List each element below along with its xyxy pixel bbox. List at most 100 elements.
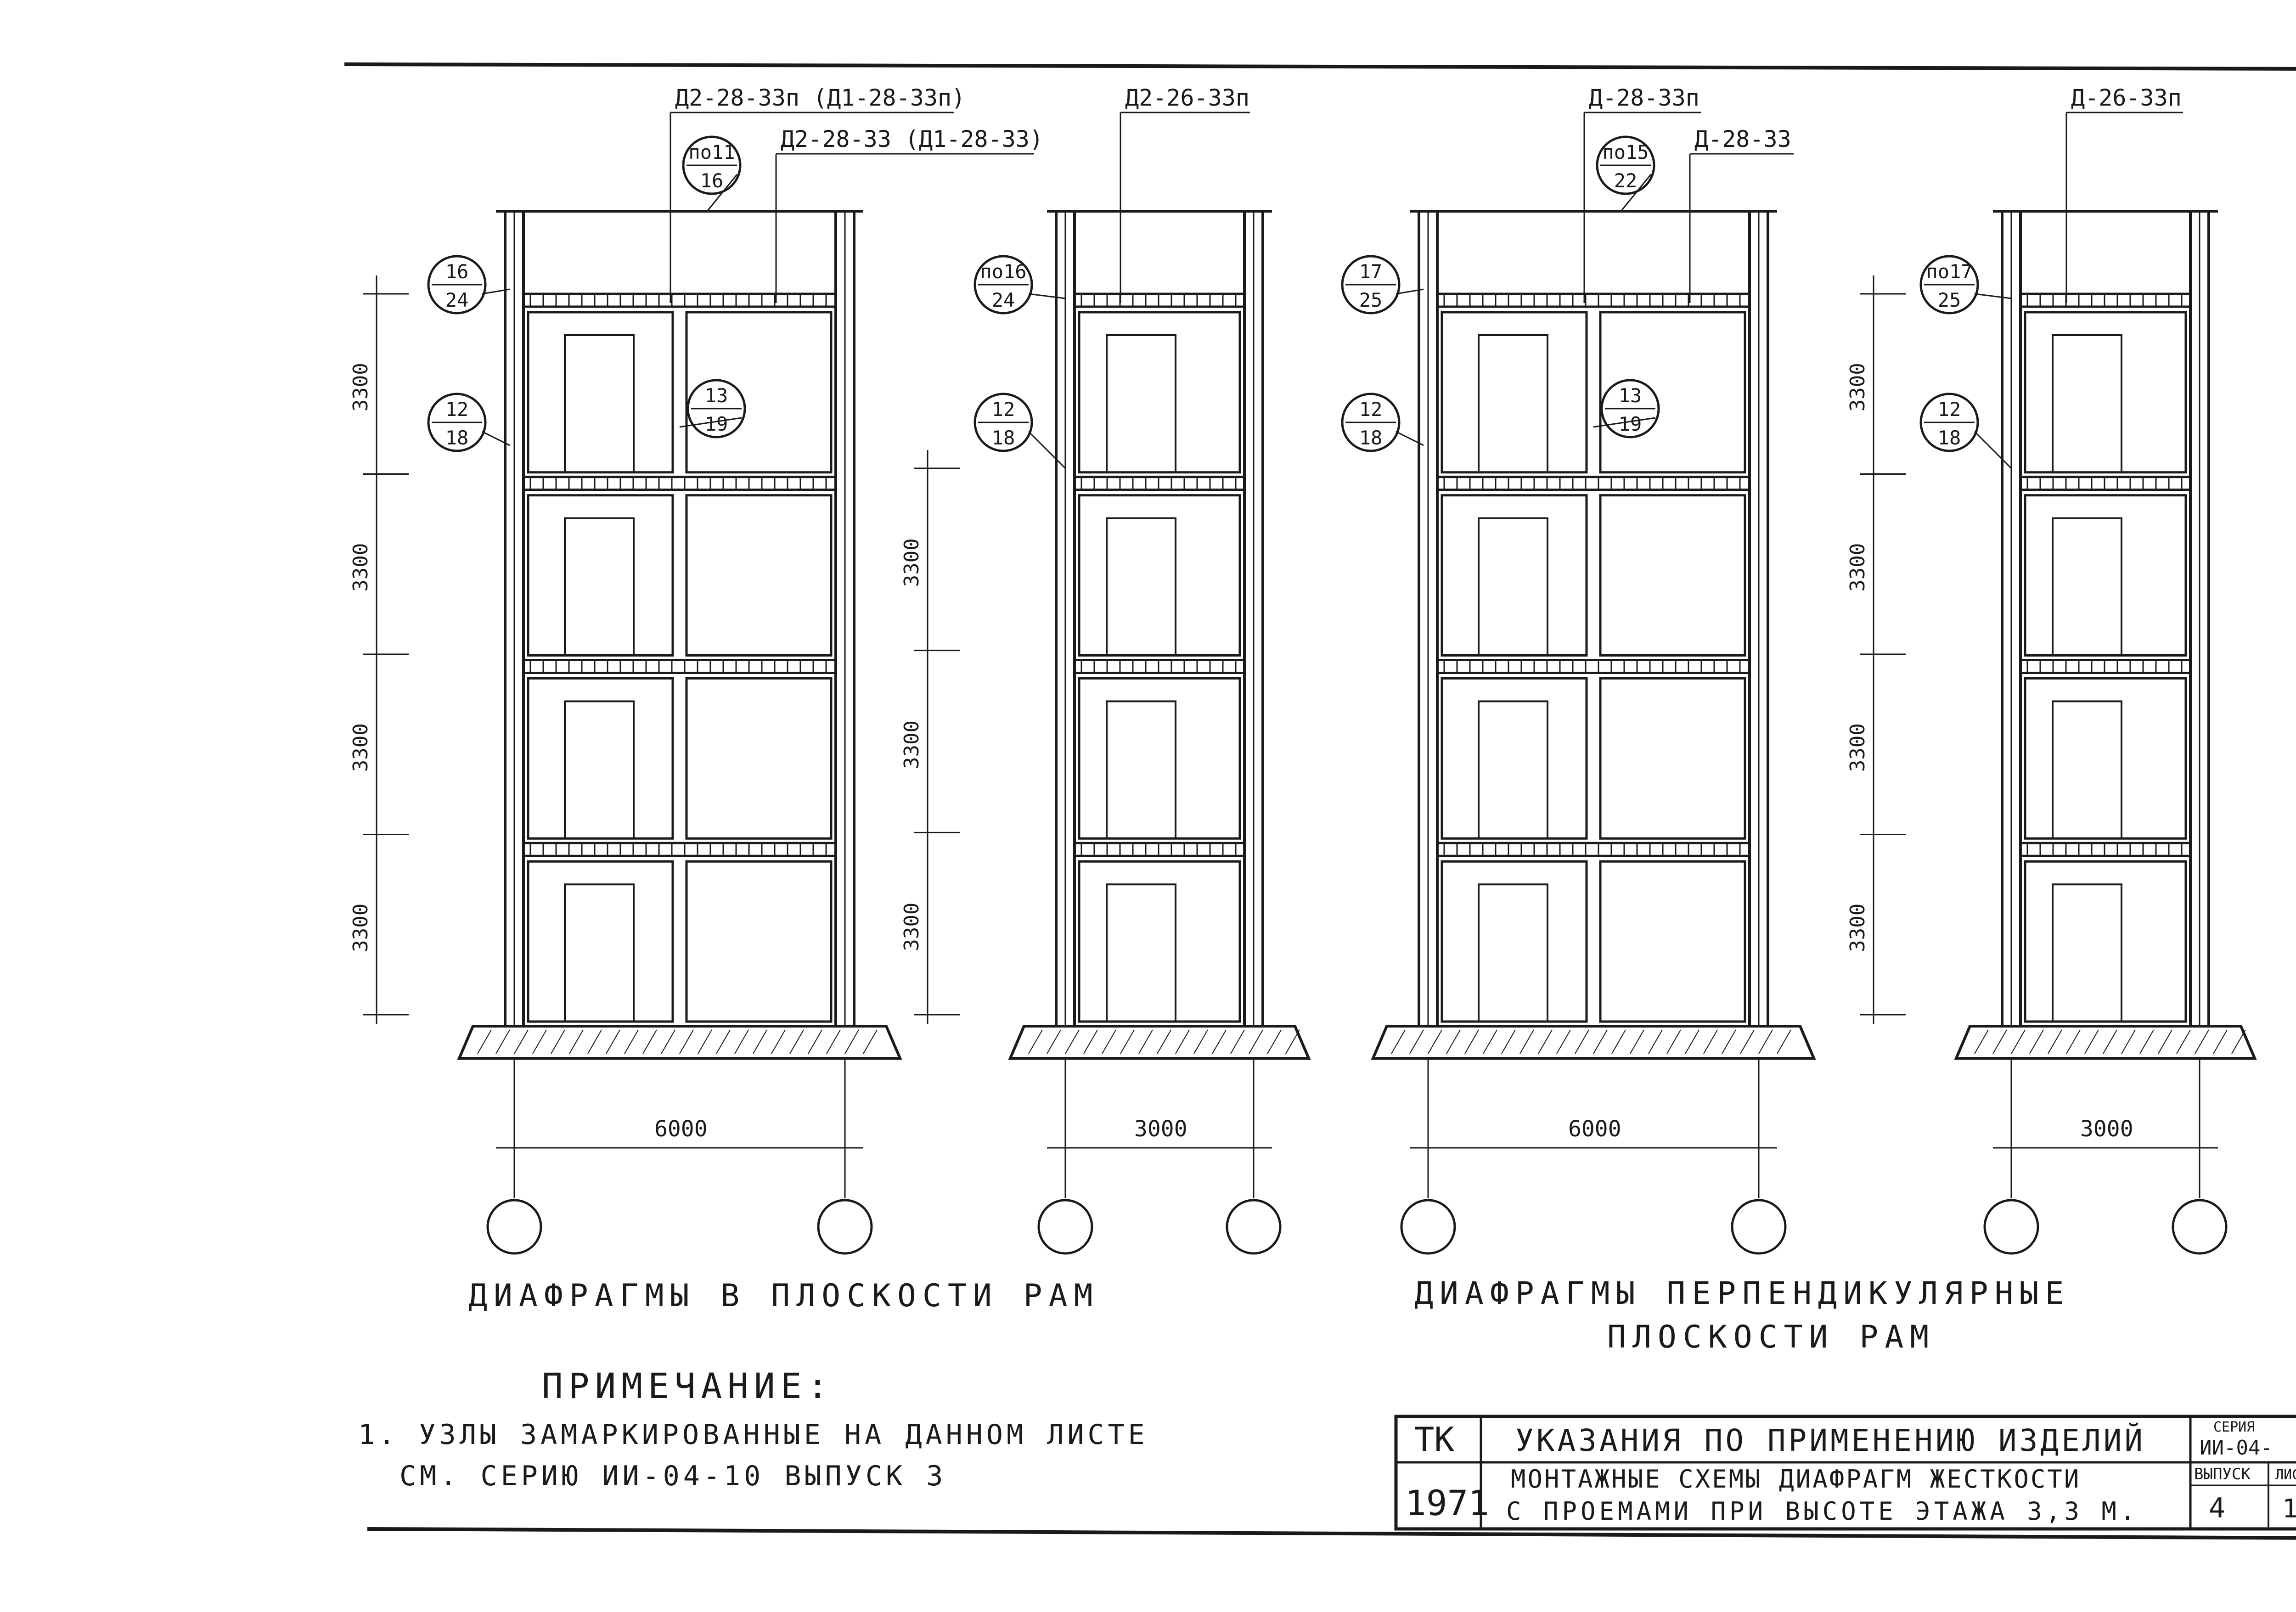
callout-number-top: по11 (688, 141, 735, 163)
callout-leader (1396, 431, 1424, 446)
foundation-hatch (1992, 1029, 2007, 1054)
title-block-org: ТК (1414, 1420, 1454, 1459)
diaphragm-panel (1599, 860, 1746, 1023)
callout-number-top: 13 (1619, 384, 1642, 407)
foundation-hatch (1138, 1029, 1153, 1054)
foundation-hatch (551, 1029, 565, 1054)
foundation-hatch (2158, 1029, 2172, 1054)
axis-bubble (1400, 1199, 1456, 1255)
foundation-hatch (624, 1029, 639, 1054)
panel-mark-label: Д2-28-33п (Д1-28-33п) (675, 84, 965, 111)
foundation-hatch (1157, 1029, 1171, 1054)
panel-mark-label: Д2-26-33п (1125, 84, 1249, 111)
callout-leader (1028, 431, 1066, 469)
callout-number-bottom: 18 (1938, 427, 1961, 449)
callout-number-bottom: 24 (992, 289, 1015, 311)
callout-number-bottom: 19 (1619, 413, 1642, 435)
foundation-hatch (1409, 1029, 1424, 1054)
callout-number-bottom: 18 (992, 427, 1015, 449)
foundation-hatch (2195, 1029, 2209, 1054)
callout-number-bottom: 22 (1614, 169, 1638, 192)
foundation-hatch (1428, 1029, 1442, 1054)
foundation-hatch (2176, 1029, 2191, 1054)
title-block-series-label: СЕРИЯ (2213, 1419, 2255, 1435)
foundation-hatch (1648, 1029, 1663, 1054)
door-opening (1478, 883, 1548, 1022)
callout-number-bottom: 18 (1359, 427, 1383, 449)
door-opening (1478, 334, 1548, 473)
foundation-hatch (771, 1029, 786, 1054)
foundation-hatch (2084, 1029, 2099, 1054)
callout-number-top: по17 (1926, 260, 1972, 283)
foundation-hatch (661, 1029, 675, 1054)
callout-number-bottom: 24 (445, 289, 469, 311)
foundation-hatch (734, 1029, 749, 1054)
floor-slab (2019, 476, 2192, 491)
foundation-hatch (1028, 1029, 1043, 1054)
floor-slab (1073, 476, 1246, 491)
foundation-hatch (1446, 1029, 1461, 1054)
title-block-issue-value: 4 (2209, 1492, 2225, 1524)
callout-number-top: 12 (1359, 398, 1383, 421)
callout-c1: по15 22 (1596, 135, 1655, 212)
title-block-sheet-label: ЛИСТ (2275, 1467, 2296, 1483)
note-title: ПРИМЕЧАНИЕ: (542, 1365, 833, 1406)
floor-slab (2019, 842, 2192, 857)
callout-leader (482, 431, 510, 446)
door-opening (1106, 700, 1176, 840)
door-opening (564, 700, 635, 840)
note-line2: СМ. СЕРИЮ ИИ-04-10 ВЫПУСК 3 (400, 1460, 946, 1492)
title-block-sheet-value: 16 (2282, 1494, 2296, 1524)
callout-leader (1396, 288, 1424, 295)
foundation-hatch (789, 1029, 804, 1054)
dimension-width: 6000 (654, 1116, 708, 1142)
foundation-hatch (808, 1029, 822, 1054)
foundation-hatch (1758, 1029, 1773, 1054)
callout-leader (1593, 417, 1656, 428)
axis-bubble (486, 1199, 542, 1255)
door-opening (2052, 883, 2122, 1022)
foundation-hatch (1391, 1029, 1406, 1054)
door-opening (2052, 517, 2122, 657)
sheet-bottom-border (367, 1527, 2296, 1540)
foundation-hatch (1611, 1029, 1626, 1054)
dimension-width: 6000 (1568, 1116, 1621, 1142)
callout-number-top: по15 (1602, 141, 1649, 163)
door-opening (1106, 517, 1176, 657)
foundation-hatch (587, 1029, 602, 1054)
dimension-floor-height: 3300 (1846, 543, 1869, 592)
foundation-hatch (495, 1029, 510, 1054)
panel-mark-label: Д-26-33п (2071, 84, 2182, 111)
title-block-series-value: ИИ-04- (2200, 1436, 2273, 1460)
foundation-hatch (679, 1029, 694, 1054)
callout-number-bottom: 25 (1938, 289, 1961, 311)
foundation-hatch (1102, 1029, 1116, 1054)
diaphragm-panel (685, 494, 833, 657)
dimension-width: 3000 (1134, 1116, 1187, 1142)
foundation-beam (1954, 1025, 2257, 1060)
axis-bubble (2172, 1199, 2228, 1255)
foundation-hatch (2139, 1029, 2154, 1054)
foundation-hatch (1519, 1029, 1534, 1054)
dimension-floor-height: 3300 (349, 363, 372, 411)
foundation-hatch (1685, 1029, 1699, 1054)
door-opening (1106, 883, 1176, 1022)
callout-number-top: 12 (445, 398, 469, 421)
caption-perpendicular-line1: ДИАФРАГМЫ ПЕРПЕНДИКУЛЯРНЫЕ (1414, 1275, 2070, 1312)
foundation-hatch (2048, 1029, 2062, 1054)
foundation-hatch (1120, 1029, 1135, 1054)
foundation-hatch (753, 1029, 767, 1054)
foundation-hatch (2011, 1029, 2026, 1054)
foundation-hatch (1593, 1029, 1608, 1054)
title-block-subtitle2: С ПРОЕМАМИ ПРИ ВЫСОТЕ ЭТАЖА 3,3 М. (1506, 1497, 2138, 1526)
title-block: ТК 1971 УКАЗАНИЯ ПО ПРИМЕНЕНИЮ ИЗДЕЛИЙ М… (1394, 1415, 2296, 1531)
callout-number-bottom: 19 (705, 413, 728, 435)
foundation-hatch (1483, 1029, 1497, 1054)
callout-leader (1974, 431, 2012, 469)
door-opening (1106, 334, 1176, 473)
